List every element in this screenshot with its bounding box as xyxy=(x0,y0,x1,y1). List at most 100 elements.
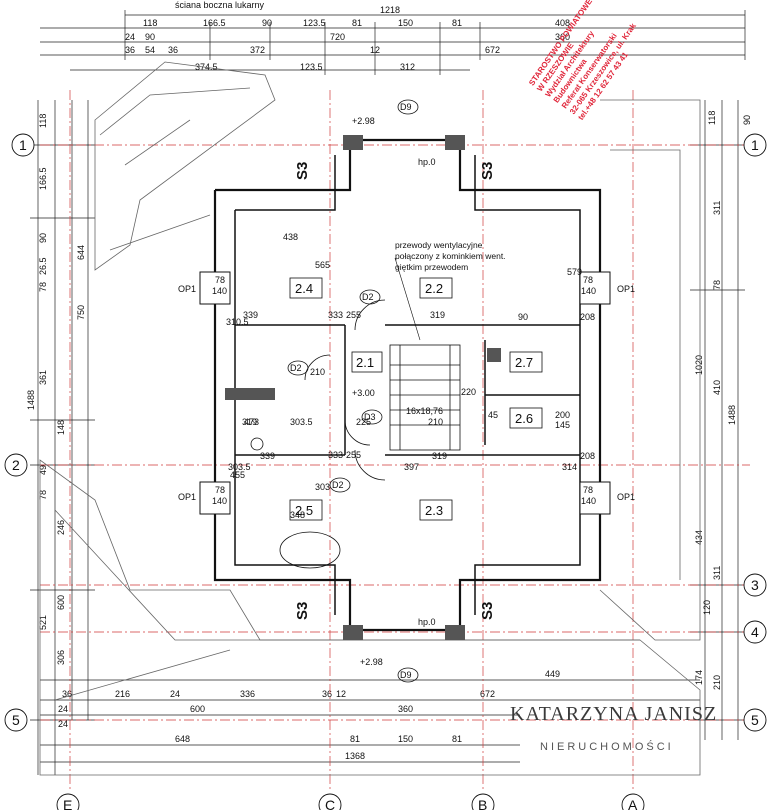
dim-left-total: 1488 xyxy=(26,390,36,410)
dim-bottom-r3-2: 600 xyxy=(190,704,205,714)
dim-right-2: 90 xyxy=(742,115,752,125)
dim-int-565: 565 xyxy=(315,260,330,270)
room-labels: 2.4 2.2 2.1 2.7 2.6 2.3 2.5 xyxy=(289,277,543,521)
door-tag-circles xyxy=(287,99,419,683)
axis-right-5: 5 xyxy=(751,712,759,728)
dim-int-255-a: 255 xyxy=(346,310,361,320)
dim-top-r3-2: 54 xyxy=(145,45,155,55)
dim-left-4: 26.5 xyxy=(38,257,48,275)
window-size-140-b: 140 xyxy=(581,286,596,296)
dim-right-6: 410 xyxy=(712,380,722,395)
dim-left-9: 78 xyxy=(38,490,48,500)
axis-bottom-b: B xyxy=(478,797,487,810)
dim-int-310-5: 310.5 xyxy=(226,317,249,327)
room-box-2-1 xyxy=(351,351,383,373)
axis-bottom-e: E xyxy=(63,797,72,810)
s3-label-4: S3 xyxy=(479,602,496,620)
s3-label-2: S3 xyxy=(479,162,496,180)
dim-top-r2-4: 360 xyxy=(555,32,570,42)
dim-int-314: 348 xyxy=(290,510,305,520)
dim-int-303-5-b: 314 xyxy=(562,462,577,472)
door-d2-a: D2 xyxy=(362,292,374,302)
room-2-2: 2.2 xyxy=(425,281,443,296)
dim-int-339: 339 xyxy=(243,310,258,320)
exterior-walls xyxy=(213,138,602,632)
room-box-2-7 xyxy=(509,351,543,373)
dim-bottom-r1-2: 672 xyxy=(480,689,495,699)
dim-top-total: 1218 xyxy=(380,5,400,15)
axis-left-5: 5 xyxy=(12,712,20,728)
room-box-2-2 xyxy=(419,277,453,299)
dim-top-r4-2: 123.5 xyxy=(300,62,323,72)
dim-bottom-r3-4: 24 xyxy=(58,719,68,729)
dim-int-113: 303.5 xyxy=(290,417,313,427)
dim-left-2: 166.5 xyxy=(38,167,48,190)
level-bottom: +2.98 xyxy=(360,657,383,667)
wall-hatch-blocks xyxy=(225,135,501,640)
level-hp-top: hp.0 xyxy=(418,157,436,167)
dim-int-103: 319 xyxy=(242,417,257,427)
dim-int-90: 90 xyxy=(518,312,528,322)
dim-int-333-a: 333 xyxy=(328,310,343,320)
door-d2-c: D2 xyxy=(332,480,344,490)
ventilation-note: przewody wentylacyjne połączony z komink… xyxy=(394,240,506,341)
room-2-4: 2.4 xyxy=(295,281,313,296)
dim-top-r4-3: 312 xyxy=(400,62,415,72)
dim-right-inner-1: 434 xyxy=(694,530,704,545)
dim-int-145: 225 xyxy=(356,417,371,427)
window-size-140-c: 140 xyxy=(212,496,227,506)
dim-top-r2-2: 90 xyxy=(145,32,155,42)
note-line-2: połączony z kominkiem went. xyxy=(395,251,506,261)
dim-top-6: 150 xyxy=(398,18,413,28)
dim-bottom-r4-1: 648 xyxy=(175,734,190,744)
door-d2-b: D2 xyxy=(290,363,302,373)
right-dimension-lines xyxy=(690,100,745,740)
dim-bottom-r4-4: 81 xyxy=(452,734,462,744)
top-dimension-lines xyxy=(40,10,746,75)
dim-bottom-r2-1: 36 xyxy=(62,689,72,699)
dim-left-7: 148 xyxy=(56,420,66,435)
dim-right-4: 78 xyxy=(712,280,722,290)
room-box-2-5 xyxy=(289,499,323,521)
axis-left-1: 1 xyxy=(19,137,27,153)
dim-int-348: 145 xyxy=(555,420,570,430)
dim-int-208-a: 208 xyxy=(580,312,595,322)
dim-right-8: 311 xyxy=(712,566,722,580)
dim-top-r3-5: 12 xyxy=(370,45,380,55)
watermark-brand: KATARZYNA JANISZ xyxy=(510,703,717,725)
dim-top-5: 81 xyxy=(352,18,362,28)
dim-top-r3-4: 372 xyxy=(250,45,265,55)
dim-top-7: 81 xyxy=(452,18,462,28)
dim-int-210-a: 210 xyxy=(310,367,325,377)
dim-bottom-r2-2: 216 xyxy=(115,689,130,699)
level-top: +2.98 xyxy=(352,116,375,126)
axis-bubbles xyxy=(4,133,767,810)
stair-label: 16x18,76 xyxy=(406,406,443,416)
dim-right-inner-2: 120 xyxy=(702,600,712,615)
dim-bottom-r2-5: 36 xyxy=(322,689,332,699)
dim-right-1: 118 xyxy=(707,111,717,125)
dim-left-10: 246 xyxy=(56,520,66,535)
dim-top-4: 123.5 xyxy=(303,18,326,28)
door-swings xyxy=(250,299,386,569)
note-line-1: przewody wentylacyjne xyxy=(395,240,483,250)
window-size-78-d: 78 xyxy=(583,485,593,495)
dim-bottom-r3-3: 360 xyxy=(398,704,413,714)
dim-left-13: 306 xyxy=(56,650,66,665)
dim-bottom-r2-4: 336 xyxy=(240,689,255,699)
dim-int-123: 473 xyxy=(244,417,259,427)
axis-right-4: 4 xyxy=(751,624,759,640)
dim-left-inner-1: 644 xyxy=(76,245,86,260)
dim-top-3: 90 xyxy=(262,18,272,28)
room-2-1: 2.1 xyxy=(356,355,374,370)
stair xyxy=(389,344,461,451)
dim-left-3: 90 xyxy=(38,233,48,243)
axis-bottom-a: A xyxy=(628,797,638,810)
dim-int-303: 200 xyxy=(555,410,570,420)
dim-top-r2-1: 24 xyxy=(125,32,135,42)
window-size-78-a: 78 xyxy=(215,275,225,285)
window-size-140-d: 140 xyxy=(581,496,596,506)
axis-bottom-c: C xyxy=(325,797,335,810)
room-2-6: 2.6 xyxy=(515,411,533,426)
room-box-2-3 xyxy=(419,499,453,521)
